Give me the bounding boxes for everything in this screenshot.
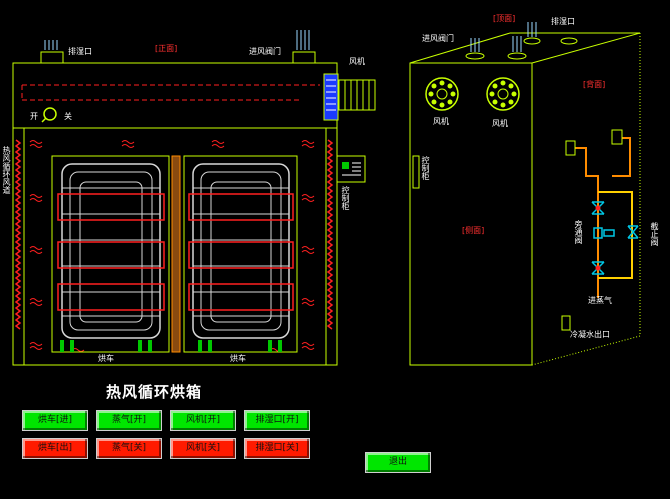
fan-b-label: 风机 [492, 119, 508, 128]
exhaust-close-button[interactable]: 排湿口[关] [244, 438, 310, 459]
cart-in-button[interactable]: 烘车[进] [22, 410, 88, 431]
fan-a-label: 风机 [433, 117, 449, 126]
fan-a [425, 77, 459, 111]
cart-right-label: 烘车 [230, 354, 246, 363]
fan-motor [323, 73, 376, 121]
steam-on-button[interactable]: 蒸气[开] [96, 410, 162, 431]
side-face-label: [侧面] [462, 226, 485, 235]
close-label: 关 [64, 112, 72, 121]
exhaust-vent-front [40, 51, 64, 64]
front-face-label: [正面] [155, 44, 178, 53]
open-label: 开 [30, 112, 38, 121]
cart-right [183, 155, 298, 353]
cart-left-label: 烘车 [98, 354, 114, 363]
side-view [409, 22, 641, 366]
fan-off-button[interactable]: 风机[关] [170, 438, 236, 459]
control-cabinet-side [412, 155, 420, 189]
fresh-air-front-label: 进风阀门 [249, 47, 281, 56]
side-oven-top-edge [409, 32, 641, 64]
exhaust-top-label: 排湿口 [551, 17, 575, 26]
top-face-label: [顶面] [493, 14, 516, 23]
air-duct-label: 热风循环风道 [2, 146, 11, 194]
control-cabinet-front-label: 控制柜 [341, 186, 350, 210]
steam-off-button[interactable]: 蒸气[关] [96, 438, 162, 459]
fresh-air-vent-front [292, 51, 316, 64]
control-cabinet-side-label: 控制柜 [421, 156, 430, 180]
cart-out-button[interactable]: 烘车[出] [22, 438, 88, 459]
side-oven-back-edge [531, 33, 641, 366]
front-view [12, 30, 376, 366]
cart-left [51, 155, 170, 353]
fan-b [486, 77, 520, 111]
steam-piping [575, 137, 633, 298]
exit-button[interactable]: 退出 [365, 452, 431, 473]
exhaust-open-button[interactable]: 排湿口[开] [244, 410, 310, 431]
center-divider [171, 155, 181, 353]
control-panel-front [336, 155, 366, 183]
page-title: 热风循环烘箱 [106, 383, 203, 401]
condensate-outlet-label: 冷凝水出口 [570, 330, 610, 339]
fan-front-label: 风机 [349, 57, 365, 66]
steam-valve-label: 截止阀 [650, 222, 659, 246]
damper-knob [43, 107, 57, 121]
fan-on-button[interactable]: 风机[开] [170, 410, 236, 431]
exhaust-front-label: 排湿口 [68, 47, 92, 56]
fresh-air-top-label: 进风阀门 [422, 34, 454, 43]
front-oven-body [12, 62, 338, 366]
air-duct-path [21, 84, 320, 101]
side-oven-front [409, 62, 533, 366]
steam-inlet-label: 进蒸气 [588, 296, 612, 305]
bypass-valve-label: 旁通阀 [574, 220, 583, 244]
back-face-label: [背面] [583, 80, 606, 89]
side-heaters [14, 139, 334, 330]
